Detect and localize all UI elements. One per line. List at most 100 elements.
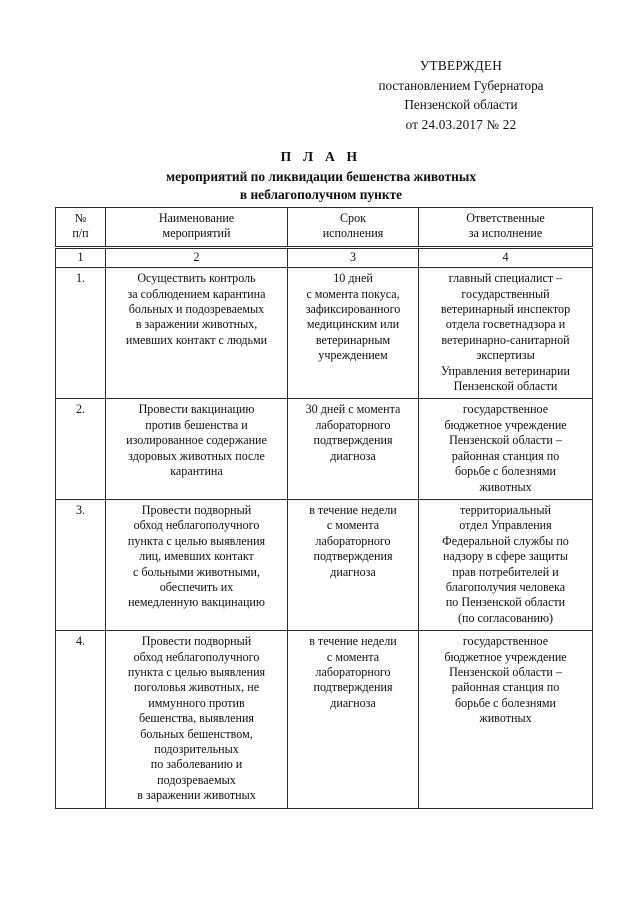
cell-text-line: немедленную вакцинацию — [128, 595, 265, 610]
cell-text-line: здоровых животных после — [128, 448, 265, 463]
header-responsible-line-2: за исполнение — [468, 226, 543, 241]
cell-text-line: диагноза — [330, 448, 376, 463]
cell-text-line: карантина — [170, 464, 223, 479]
column-number-1: 1 — [55, 245, 106, 269]
cell-text-line: подтверждения — [313, 433, 393, 448]
cell-text-line: экспертизы — [476, 348, 535, 363]
cell-text-line: поголовья животных, не — [133, 680, 260, 695]
table-header-deadline: Срок исполнения — [287, 207, 419, 248]
cell-text-line: с момента покуса, — [306, 286, 400, 301]
cell-text-line: учреждением — [318, 348, 388, 363]
cell-text-line: в течение недели — [309, 502, 397, 517]
table-header-row: № п/п Наименование мероприятий Срок испо… — [55, 207, 593, 248]
approval-line-decree: постановлением Губернатора — [378, 77, 544, 93]
cell-text-line: обход неблагополучного — [133, 649, 260, 664]
header-measure-line-2: мероприятий — [162, 226, 231, 241]
cell-text-line: государственный — [461, 286, 550, 301]
cell-text-line: по Пензенской области — [445, 595, 566, 610]
document-subtitle-line-2: в неблагополучном пункте — [239, 187, 403, 202]
cell-text-line: обеспечить их — [159, 579, 234, 594]
cell-text-line: бюджетное учреждение — [444, 417, 567, 432]
cell-text-line: с больными животными, — [132, 564, 261, 579]
cell-text-line: Осуществить контроль — [137, 271, 256, 286]
column-number-2: 2 — [105, 245, 288, 269]
cell-text-line: Провести подворный — [141, 634, 252, 649]
cell-text-line: в течение недели — [309, 634, 397, 649]
cell-text-line: Провести подворный — [141, 502, 252, 517]
header-number-line-1: № — [74, 211, 87, 225]
cell-text-line: подтверждения — [313, 680, 393, 695]
cell-text-line: государственное — [462, 634, 549, 649]
cell-text-line: диагноза — [330, 564, 376, 579]
cell-text-line: за соблюдением карантина — [127, 286, 266, 301]
cell-text-line: ветеринарно-санитарной — [441, 332, 570, 347]
cell-text-line: лабораторного — [315, 417, 391, 432]
table-header-measure: Наименование мероприятий — [105, 207, 288, 248]
row-index: 1. — [55, 267, 106, 400]
column-number-4: 4 — [418, 245, 593, 269]
cell-text-line: борьбе с болезнями — [454, 695, 557, 710]
cell-text-line: бюджетное учреждение — [444, 649, 567, 664]
cell-text-line: иммунного против — [148, 695, 245, 710]
cell-text-line: изолированное содержание — [126, 433, 267, 448]
cell-text-line: бешенства, выявления — [139, 711, 254, 726]
document-title-block: П Л А Н мероприятий по ликвидации бешенс… — [48, 148, 594, 205]
table-header-number: № п/п — [55, 207, 106, 248]
cell-text-line: благополучия человека — [445, 579, 566, 594]
header-responsible-line-1: Ответственные — [466, 211, 545, 225]
cell-text-line: с момента — [326, 649, 380, 664]
cell-text-line: лабораторного — [315, 664, 391, 679]
row-index: 3. — [55, 498, 106, 632]
cell-text-line: больных бешенством, — [140, 726, 253, 741]
cell-text-line: Пензенской области — [453, 379, 558, 394]
row-index: 2. — [55, 398, 106, 500]
cell-text-line: Федеральной службы по — [442, 533, 569, 548]
cell-text-line: зафиксированного — [305, 302, 401, 317]
cell-text-line: диагноза — [330, 695, 376, 710]
cell-text-line: Управления ветеринарии — [441, 363, 570, 378]
header-deadline-line-2: исполнения — [322, 226, 384, 241]
cell-text-line: ветеринарным — [315, 332, 391, 347]
approval-line-date-number: от 24.03.2017 № 22 — [405, 116, 517, 132]
cell-text-line: районная станция по — [451, 680, 560, 695]
cell-text-line: пункта с целью выявления — [127, 533, 266, 548]
cell-text-line: главный специалист – — [448, 271, 563, 286]
header-deadline-line-1: Срок — [339, 211, 367, 225]
cell-text-line: в заражении животных, — [135, 317, 258, 332]
cell-text-line: борьбе с болезнями — [454, 464, 557, 479]
cell-text-line: районная станция по — [451, 448, 560, 463]
cell-text-line: по заболеванию и — [150, 757, 243, 772]
cell-text-line: пункта с целью выявления — [127, 664, 266, 679]
column-number-3: 3 — [287, 245, 419, 269]
cell-text-line: с момента — [326, 518, 380, 533]
cell-text-line: в заражении животных — [137, 788, 256, 803]
cell-text-line: территориальный — [459, 502, 551, 517]
page-title: П Л А Н — [280, 149, 362, 164]
cell-text-line: животных — [479, 711, 532, 726]
approval-block: УТВЕРЖДЕН постановлением Губернатора Пен… — [330, 56, 592, 134]
cell-text-line: ветеринарный инспектор — [440, 302, 571, 317]
document-subtitle-line-1: мероприятий по ликвидации бешенства живо… — [165, 168, 477, 184]
cell-text-line: Пензенской области – — [449, 433, 562, 448]
row-index: 4. — [55, 630, 106, 809]
cell-text-line: Пензенской области – — [449, 664, 562, 679]
approval-line-approved: УТВЕРЖДЕН — [419, 58, 503, 73]
plan-table: № п/п Наименование мероприятий Срок испо… — [55, 207, 593, 809]
cell-text-line: имевших контакт с людьми — [125, 332, 268, 347]
cell-text-line: государственное — [462, 402, 549, 417]
cell-text-line: подтверждения — [313, 549, 393, 564]
table-header-responsible: Ответственные за исполнение — [418, 207, 593, 248]
